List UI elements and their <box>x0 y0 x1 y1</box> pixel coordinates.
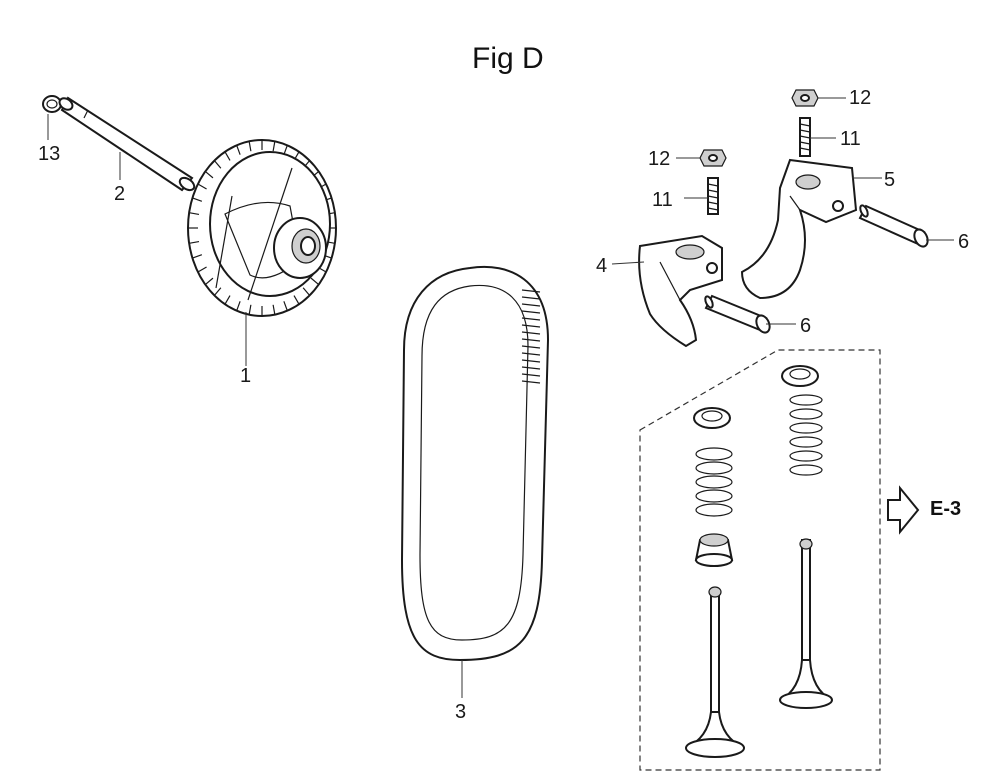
pulley-tooth <box>272 304 276 315</box>
pulley-tooth <box>283 301 288 311</box>
rocker-shaft-left-part <box>704 294 771 334</box>
pulley-tooth <box>224 295 231 305</box>
pulley-tooth <box>213 287 222 296</box>
figure-title: Fig D <box>472 42 544 75</box>
callout-11-upper: 11 <box>840 128 861 150</box>
pulley-tooth <box>302 287 311 296</box>
belt-tooth <box>521 289 541 293</box>
valve-spring-left-part <box>693 407 733 517</box>
callout-12-upper: 12 <box>849 87 872 109</box>
belt-tooth <box>521 345 541 349</box>
shaft-part <box>58 96 196 192</box>
callout-13: 13 <box>38 143 61 165</box>
pulley-tooth <box>248 141 252 152</box>
pulley-tooth <box>192 197 203 202</box>
lock-nut-lower-part <box>699 149 727 167</box>
belt-tooth <box>521 303 541 307</box>
pulley-tooth <box>192 254 203 259</box>
timing-belt-part <box>400 266 550 662</box>
belt-tooth <box>521 296 541 300</box>
pulley-tooth <box>310 277 320 286</box>
belt-tooth <box>521 310 541 314</box>
callout-6-left: 6 <box>800 315 812 337</box>
callout-4: 4 <box>596 255 608 277</box>
valve-spring-right-part <box>781 365 823 476</box>
valve-assembly-box <box>639 349 881 771</box>
reference-arrow-icon <box>887 485 920 535</box>
belt-tooth <box>521 331 541 335</box>
pulley-tooth <box>272 141 276 152</box>
valve-left-part <box>685 586 745 758</box>
pulley-tooth <box>197 183 207 190</box>
belt-tooth <box>521 380 541 384</box>
callout-2: 2 <box>114 183 126 205</box>
adjusting-screw-upper-part <box>799 117 811 157</box>
pulley-tooth <box>236 145 241 155</box>
rocker-shaft-right-part <box>858 204 929 248</box>
valve-right-part <box>779 538 833 709</box>
camshaft-pulley-part <box>187 139 337 317</box>
reference-label: E-3 <box>930 498 962 520</box>
lock-nut-upper-part <box>791 89 819 107</box>
belt-tooth <box>521 324 541 328</box>
pulley-tooth <box>293 295 300 305</box>
pulley-tooth <box>236 301 241 311</box>
pulley-tooth <box>248 304 252 315</box>
callout-11-lower: 11 <box>652 189 673 211</box>
pulley-tooth <box>204 170 214 179</box>
callout-12-lower: 12 <box>648 148 671 170</box>
snap-ring-part <box>42 95 62 113</box>
belt-tooth <box>521 317 541 321</box>
leader-lines <box>47 97 954 698</box>
pulley-tooth <box>189 240 200 244</box>
belt-tooth <box>521 338 541 342</box>
callout-3: 3 <box>455 701 467 723</box>
pulley-tooth <box>197 266 207 273</box>
belt-tooth <box>521 373 541 377</box>
pulley-tooth <box>224 151 231 161</box>
rocker-arm-left-part <box>638 234 723 348</box>
belt-tooth <box>521 359 541 363</box>
rocker-arm-right-part <box>740 158 858 300</box>
pulley-tooth <box>204 277 214 286</box>
callout-5: 5 <box>884 169 896 191</box>
valve-seal-left-part <box>694 533 734 567</box>
belt-tooth <box>521 366 541 370</box>
belt-tooth <box>521 352 541 356</box>
callout-6-right: 6 <box>958 231 970 253</box>
pulley-tooth <box>189 212 200 216</box>
adjusting-screw-lower-part <box>707 177 719 215</box>
callout-1: 1 <box>240 365 252 387</box>
pulley-tooth <box>213 160 222 169</box>
